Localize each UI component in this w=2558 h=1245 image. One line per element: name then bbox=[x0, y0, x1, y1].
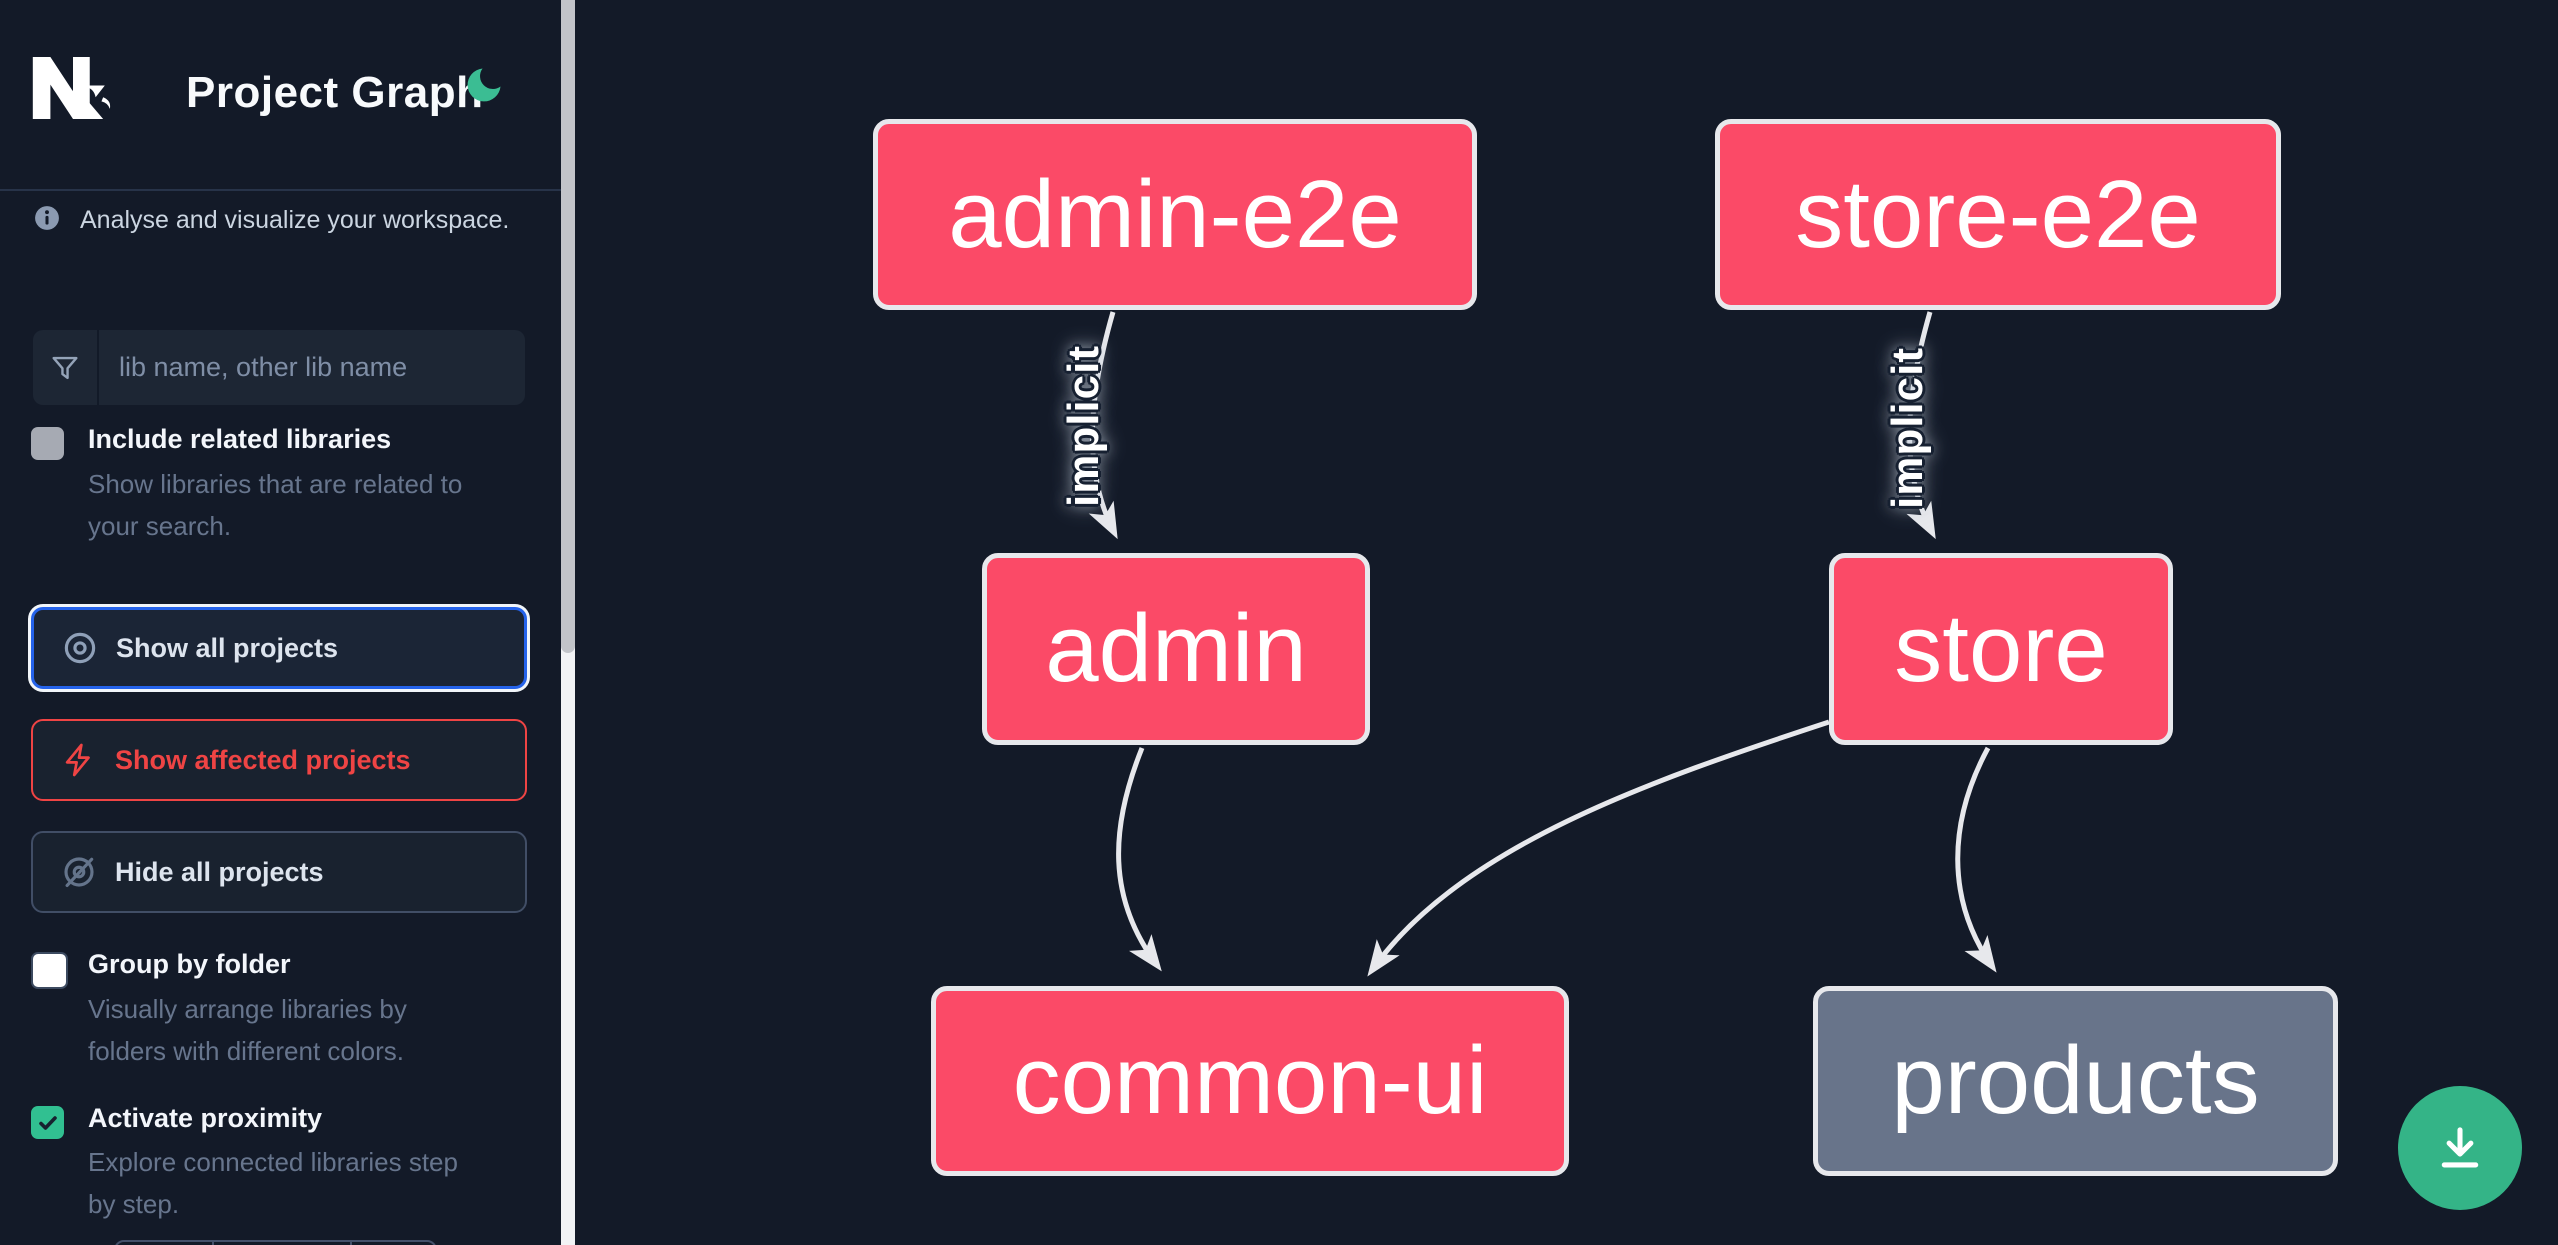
proximity-stepper bbox=[114, 1240, 437, 1245]
group-by-folder-checkbox[interactable] bbox=[31, 952, 68, 989]
include-related-description: Show libraries that are related to your … bbox=[88, 469, 463, 541]
nx-logo bbox=[32, 57, 111, 119]
activate-proximity-description: Explore connected libraries step by step… bbox=[88, 1147, 458, 1219]
moon-icon bbox=[467, 68, 501, 101]
group-by-folder-label: Group by folder bbox=[88, 949, 291, 979]
node-admin-e2e[interactable]: admin-e2e bbox=[873, 119, 1477, 310]
node-store-e2e[interactable]: store-e2e bbox=[1715, 119, 2281, 310]
activate-proximity-label: Activate proximity bbox=[88, 1103, 323, 1133]
download-icon bbox=[2441, 1127, 2479, 1168]
show-affected-projects-button[interactable]: Show affected projects bbox=[31, 719, 527, 801]
graph-canvas[interactable]: admin-e2e store-e2e admin store common-u… bbox=[575, 0, 2558, 1245]
node-common-ui[interactable]: common-ui bbox=[931, 986, 1569, 1176]
hide-all-projects-label: Hide all projects bbox=[115, 856, 324, 887]
edge-admin-common-ui bbox=[1116, 747, 1162, 972]
stepper-increment-button[interactable] bbox=[350, 1242, 435, 1245]
hide-all-projects-button[interactable]: Hide all projects bbox=[31, 831, 527, 913]
edge-admin-e2e-admin bbox=[1088, 311, 1118, 540]
node-store[interactable]: store bbox=[1829, 553, 2173, 745]
include-related-label: Include related libraries bbox=[88, 424, 392, 454]
page-title: Project Graph bbox=[186, 68, 484, 117]
include-related-checkbox[interactable] bbox=[31, 427, 64, 460]
graph-edges bbox=[1088, 311, 1997, 977]
show-affected-projects-label: Show affected projects bbox=[115, 744, 411, 775]
sidebar-scrollbar-thumb[interactable] bbox=[561, 0, 575, 653]
stepper-value bbox=[212, 1242, 350, 1245]
sidebar: Project Graph Analyse and visualize your… bbox=[0, 0, 561, 1245]
node-products[interactable]: products bbox=[1813, 986, 2338, 1176]
edge-store-products bbox=[1955, 746, 1997, 973]
tagline: Analyse and visualize your workspace. bbox=[80, 206, 510, 234]
download-image-button[interactable] bbox=[2398, 1086, 2522, 1210]
show-all-projects-label: Show all projects bbox=[116, 632, 339, 663]
bolt-icon bbox=[65, 743, 90, 777]
header-divider bbox=[0, 189, 561, 191]
check-icon bbox=[38, 1115, 57, 1130]
activate-proximity-checkbox[interactable] bbox=[31, 1106, 64, 1139]
edge-label-implicit-admin: implicit bbox=[1059, 344, 1108, 508]
filter-funnel-icon bbox=[33, 330, 99, 405]
edge-label-implicit-store: implicit bbox=[1883, 346, 1932, 510]
info-icon bbox=[35, 206, 59, 230]
edge-store-e2e-store bbox=[1906, 311, 1936, 540]
show-all-projects-button[interactable]: Show all projects bbox=[31, 607, 527, 689]
search-box bbox=[33, 330, 525, 405]
edge-store-common-ui bbox=[1367, 719, 1830, 977]
theme-toggle-button[interactable] bbox=[458, 60, 510, 112]
node-admin[interactable]: admin bbox=[982, 553, 1370, 745]
group-by-folder-description: Visually arrange libraries by folders wi… bbox=[88, 994, 407, 1066]
eye-icon bbox=[64, 632, 96, 664]
search-input[interactable] bbox=[99, 330, 525, 405]
eye-off-icon bbox=[64, 857, 94, 888]
